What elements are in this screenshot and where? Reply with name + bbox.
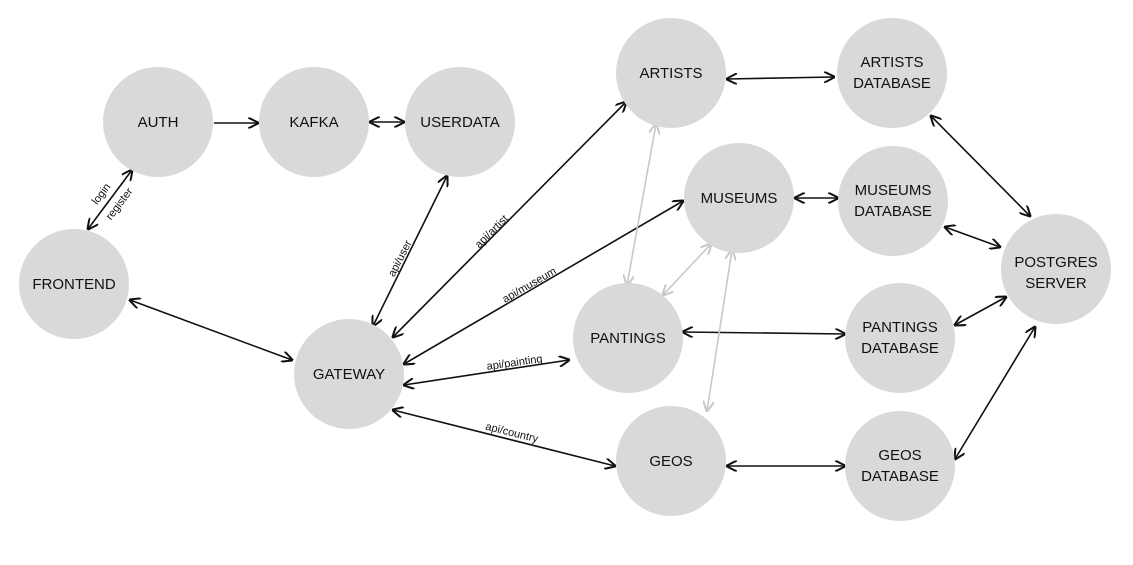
node-gateway-label: GATEWAY xyxy=(313,366,385,383)
node-artists-label: ARTISTS xyxy=(639,65,702,82)
node-artists-database-label-line1: ARTISTS xyxy=(860,54,923,71)
node-auth-label: AUTH xyxy=(138,114,179,131)
node-pantings-database-label-line1: PANTINGS xyxy=(862,319,938,336)
edge-label-api-painting: api/painting xyxy=(486,353,543,373)
edge-artistsdb-postgres xyxy=(931,116,1030,216)
node-artists-database: ARTISTS DATABASE xyxy=(837,18,947,128)
node-kafka-label: KAFKA xyxy=(289,114,338,131)
node-museums-database: MUSEUMS DATABASE xyxy=(838,146,948,256)
node-postgres-server-label-line2: SERVER xyxy=(1025,275,1087,292)
node-geos-database: GEOS DATABASE xyxy=(845,411,955,521)
node-artists: ARTISTS xyxy=(616,18,726,128)
node-userdata: USERDATA xyxy=(405,67,515,177)
node-museums-database-label-line1: MUSEUMS xyxy=(855,182,932,199)
node-pantings-database: PANTINGS DATABASE xyxy=(845,283,955,393)
edges-light-layer xyxy=(627,124,732,411)
node-museums-label: MUSEUMS xyxy=(701,190,778,207)
edge-auth-frontend xyxy=(88,170,132,229)
edge-pantingsdb-postgres xyxy=(955,297,1006,325)
edge-museumsdb-postgres xyxy=(945,227,1000,247)
edge-artists-artistsdb xyxy=(727,77,834,79)
edge-artists-pantings xyxy=(627,124,656,285)
edge-label-api-user: api/user xyxy=(386,238,415,279)
node-pantings-label: PANTINGS xyxy=(590,330,666,347)
edge-museums-pantings xyxy=(663,244,711,295)
node-userdata-label: USERDATA xyxy=(420,114,499,131)
edge-label-api-artist: api/artist xyxy=(473,213,511,251)
nodes-layer: AUTH KAFKA USERDATA FRONTEND GATEWAY ART… xyxy=(19,18,1111,521)
edge-gateway-pantings xyxy=(404,360,569,385)
edge-label-login: login xyxy=(90,181,114,207)
node-frontend-label: FRONTEND xyxy=(32,276,115,293)
node-postgres-server: POSTGRES SERVER xyxy=(1001,214,1111,324)
edge-label-api-museum: api/museum xyxy=(501,265,559,305)
edge-label-api-country: api/country xyxy=(484,421,540,446)
node-frontend: FRONTEND xyxy=(19,229,129,339)
node-gateway: GATEWAY xyxy=(294,319,404,429)
node-auth: AUTH xyxy=(103,67,213,177)
edge-gateway-geos xyxy=(393,410,615,466)
node-kafka: KAFKA xyxy=(259,67,369,177)
node-geos-label: GEOS xyxy=(649,453,692,470)
node-postgres-server-label-line1: POSTGRES xyxy=(1014,254,1097,271)
node-museums-database-label-line2: DATABASE xyxy=(854,203,932,220)
node-geos-database-label-line1: GEOS xyxy=(878,447,921,464)
edge-geosdb-postgres xyxy=(955,327,1035,459)
node-geos-database-label-line2: DATABASE xyxy=(861,468,939,485)
edge-museums-geos xyxy=(707,250,732,411)
node-museums: MUSEUMS xyxy=(684,143,794,253)
node-pantings: PANTINGS xyxy=(573,283,683,393)
node-artists-database-label-line2: DATABASE xyxy=(853,75,931,92)
node-pantings-database-label-line2: DATABASE xyxy=(861,340,939,357)
edges-layer xyxy=(88,77,1035,466)
edge-pantings-pantingsdb xyxy=(683,332,845,334)
edge-frontend-gateway xyxy=(130,300,292,360)
node-geos: GEOS xyxy=(616,406,726,516)
